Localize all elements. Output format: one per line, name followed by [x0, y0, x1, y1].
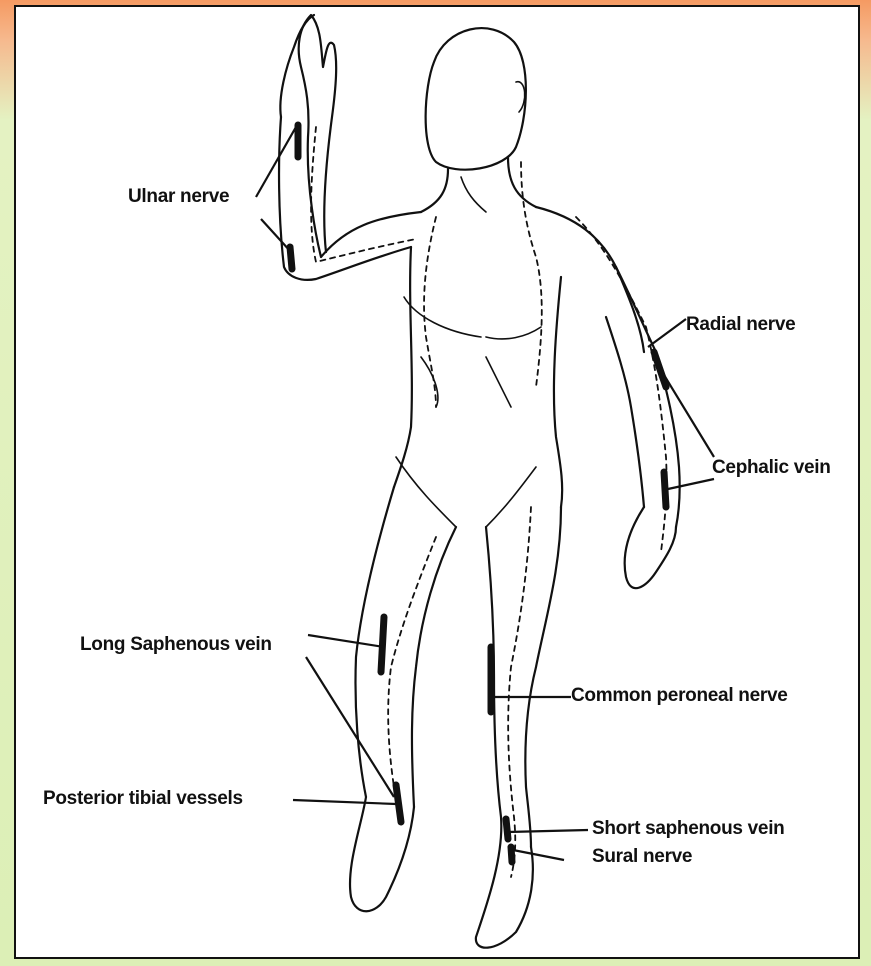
torso-right: [536, 207, 644, 352]
neck-left: [421, 169, 448, 212]
raised-hand: [280, 15, 314, 117]
radial-nerve-leader: [648, 319, 686, 347]
short-saphenous-leader: [508, 830, 588, 832]
torso-line-left: [424, 217, 436, 407]
long-saphenous-leader-2: [306, 657, 394, 797]
short-saphenous-vein-label: Short saphenous vein: [592, 818, 784, 840]
left-hand: [625, 507, 676, 588]
sural-nerve-site: [511, 847, 512, 862]
left-arm-vessel-line: [576, 217, 667, 552]
sural-nerve-label: Sural nerve: [592, 846, 692, 868]
ulnar-nerve-label: Ulnar nerve: [128, 186, 229, 208]
short-saphenous-vein-site: [506, 819, 508, 839]
right-leg-outer: [350, 487, 414, 911]
ulnar-nerve-leader-2: [261, 219, 291, 252]
torso-right-waist: [554, 277, 562, 507]
long-saphenous-vein-site: [381, 617, 384, 672]
head-outline: [426, 28, 526, 170]
long-saphenous-leader-1: [308, 635, 384, 647]
pelvis-line: [396, 457, 456, 527]
torso-line-right: [521, 162, 542, 387]
cephalic-vein-site: [664, 472, 666, 507]
right-leg-inner: [412, 527, 456, 807]
chest-right: [486, 327, 541, 339]
cephalic-vein-leader-2: [668, 479, 714, 489]
left-leg-outer: [525, 507, 561, 847]
ribcage-right: [486, 357, 511, 407]
cephalic-vein-label: Cephalic vein: [712, 457, 831, 479]
raised-arm-outer: [299, 15, 421, 257]
posterior-tibial-vessels-site: [396, 785, 401, 822]
torso-left: [394, 247, 412, 487]
sural-nerve-leader: [513, 850, 564, 860]
pelvis-line-right: [486, 467, 536, 527]
left-arm-inner: [606, 317, 644, 507]
neck-line: [461, 177, 486, 212]
common-peroneal-nerve-label: Common peroneal nerve: [571, 685, 787, 707]
posterior-tibial-leader: [293, 800, 396, 804]
ulnar-nerve-leader: [256, 127, 296, 197]
diagram-frame: Ulnar nerve Radial nerve Cephalic vein L…: [14, 5, 860, 959]
long-saphenous-vein-label: Long Saphenous vein: [80, 634, 272, 656]
posterior-tibial-vessels-label: Posterior tibial vessels: [43, 788, 243, 810]
ear-outline: [516, 82, 525, 112]
raised-arm-vessel-line: [311, 127, 416, 262]
radial-nerve-label: Radial nerve: [686, 314, 795, 336]
chest-left: [404, 297, 481, 337]
left-leg-vessel-line: [508, 507, 531, 877]
